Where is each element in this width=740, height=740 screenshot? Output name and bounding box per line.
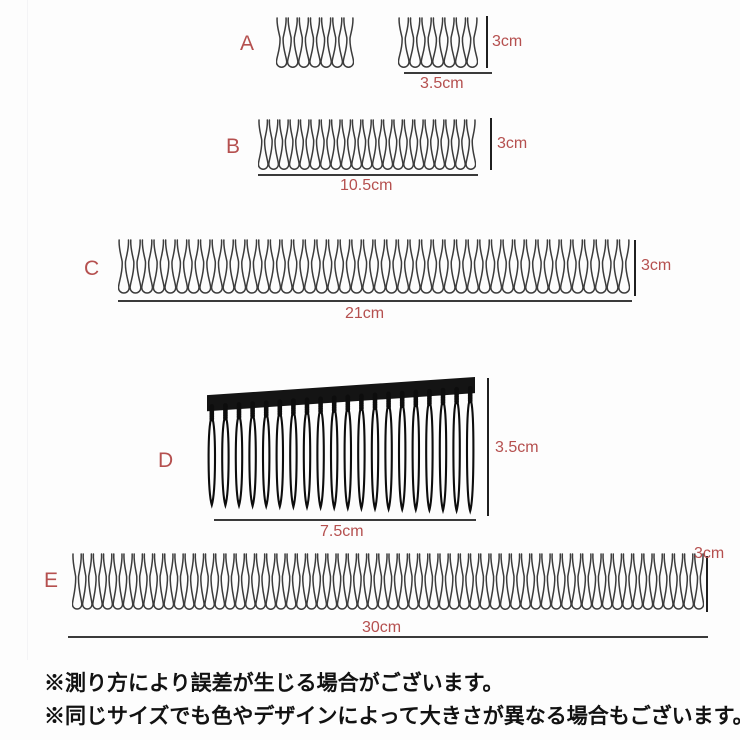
row-letter-e: E <box>44 569 59 592</box>
width-label-a: 3.5cm <box>420 75 464 92</box>
width-dimension-line-b <box>258 174 478 176</box>
height-dimension-line-a <box>486 16 488 68</box>
width-dimension-line-d <box>214 519 476 521</box>
comb-illustration-a-2 <box>397 16 479 73</box>
comb-illustration-b-1 <box>257 118 477 175</box>
height-dimension-line-c <box>634 240 636 296</box>
row-letter-b: B <box>226 135 241 158</box>
height-dimension-line-e <box>706 556 708 612</box>
height-dimension-line-d <box>487 378 489 516</box>
height-label-a: 3cm <box>492 33 523 50</box>
row-letter-a: A <box>240 32 255 55</box>
page-seam <box>27 0 28 660</box>
height-dimension-line-b <box>490 118 492 170</box>
comb-illustration-e-1 <box>71 552 705 615</box>
height-label-e: 3cm <box>694 545 725 562</box>
width-dimension-line-a <box>404 72 492 74</box>
disclaimer-notes: ※測り方により誤差が生じる場合がございます。 ※同じサイズでも色やデザインによっ… <box>44 668 740 733</box>
width-label-b: 10.5cm <box>340 177 393 194</box>
comb-illustration-a-1 <box>275 16 355 73</box>
disclaimer-note-2: ※同じサイズでも色やデザインによって大きさが異なる場合もございます。 <box>44 704 740 728</box>
width-dimension-line-c <box>118 300 632 302</box>
height-label-b: 3cm <box>497 135 528 152</box>
width-label-c: 21cm <box>345 305 385 322</box>
width-dimension-line-e <box>68 636 708 638</box>
width-label-d: 7.5cm <box>320 523 364 540</box>
comb-illustration-d-1 <box>205 375 477 520</box>
row-letter-c: C <box>84 257 100 280</box>
height-label-c: 3cm <box>641 257 672 274</box>
comb-illustration-c-1 <box>117 238 631 299</box>
row-letter-d: D <box>158 449 174 472</box>
height-label-d: 3.5cm <box>495 439 539 456</box>
disclaimer-note-1: ※測り方により誤差が生じる場合がございます。 <box>44 672 504 695</box>
width-label-e: 30cm <box>362 619 402 636</box>
